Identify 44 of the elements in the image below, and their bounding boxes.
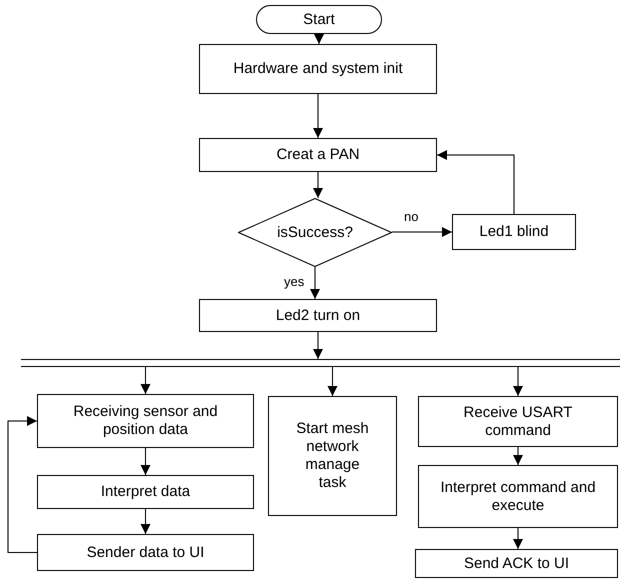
process-box bbox=[199, 299, 437, 332]
step-text: Interpret command and execute bbox=[439, 478, 597, 514]
arrow bbox=[513, 446, 523, 466]
process-box bbox=[199, 138, 437, 172]
step-text: Receiving sensor and position data bbox=[72, 403, 219, 439]
arrow bbox=[392, 227, 452, 237]
process-box bbox=[418, 465, 618, 528]
step-text: Interpret data bbox=[100, 483, 192, 501]
decision-diamond bbox=[238, 198, 392, 267]
process-box bbox=[418, 396, 618, 447]
step-text: Start mesh network manage task bbox=[295, 420, 370, 492]
edge-label: no bbox=[404, 210, 418, 223]
arrow bbox=[140, 448, 150, 476]
edge-label: yes bbox=[284, 275, 304, 288]
process-box bbox=[37, 394, 254, 448]
process-box bbox=[37, 475, 254, 509]
arrow bbox=[140, 366, 150, 394]
step-text: isSuccess? bbox=[276, 224, 354, 242]
step-text: Hardware and system init bbox=[232, 60, 404, 78]
arrow bbox=[513, 528, 523, 550]
process-box bbox=[415, 549, 618, 578]
process-box bbox=[268, 396, 397, 516]
step-text: Creat a PAN bbox=[275, 146, 361, 164]
arrow bbox=[313, 332, 323, 360]
arrow bbox=[8, 416, 38, 553]
arrow bbox=[313, 94, 323, 138]
step-text: Led2 turn on bbox=[274, 306, 362, 324]
arrow bbox=[328, 366, 338, 396]
process-box bbox=[37, 534, 254, 571]
arrow bbox=[140, 508, 150, 534]
step-text: Start bbox=[302, 10, 336, 28]
step-text: Send ACK to UI bbox=[462, 554, 570, 572]
arrow bbox=[513, 366, 523, 396]
step-text: Sender data to UI bbox=[86, 544, 206, 562]
arrow bbox=[314, 34, 324, 44]
process-box bbox=[452, 214, 576, 250]
process-box bbox=[199, 44, 437, 94]
step-text: Led1 blind bbox=[478, 223, 550, 241]
step-text: Receive USART command bbox=[462, 404, 574, 440]
arrow bbox=[436, 150, 514, 214]
start-terminal bbox=[256, 5, 382, 34]
arrow bbox=[310, 266, 320, 300]
parallel-bar bbox=[21, 359, 620, 367]
arrow bbox=[313, 172, 323, 198]
